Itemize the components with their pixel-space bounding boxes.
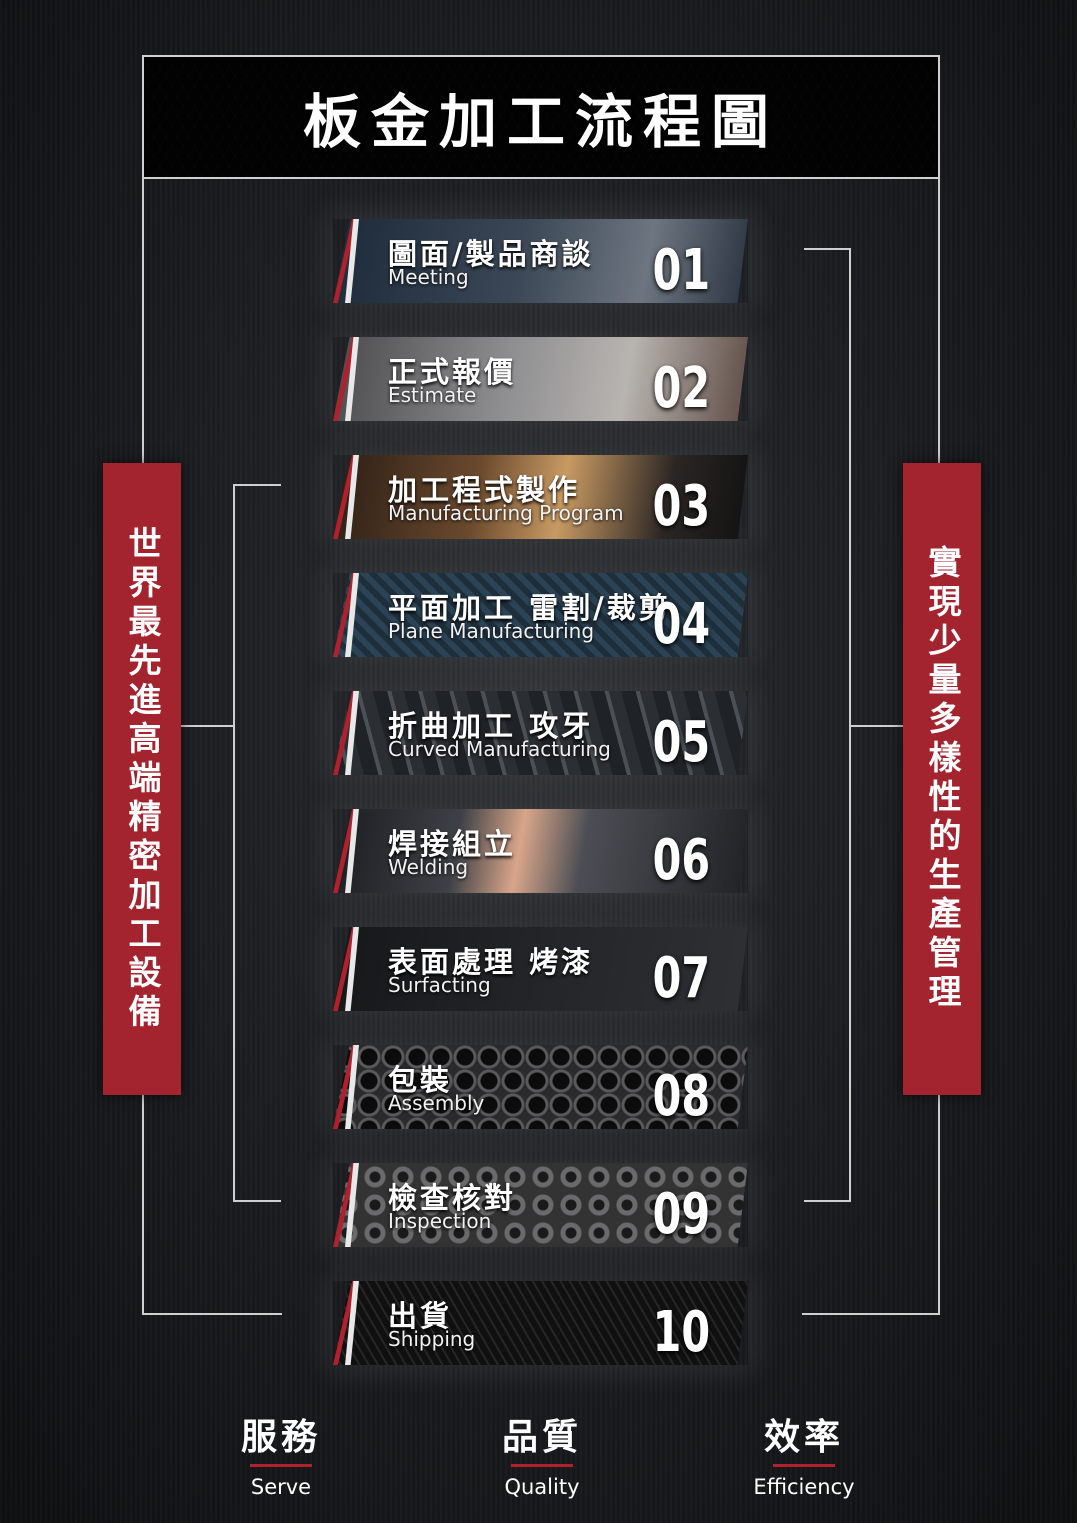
footer-divider xyxy=(773,1464,835,1467)
step-number: 01 xyxy=(652,238,710,303)
left-bracket-top xyxy=(233,484,281,486)
right-bracket-bottom xyxy=(804,1200,851,1202)
step-title: 折曲加工 攻牙 xyxy=(388,709,594,743)
step-card: 表面處理 烤漆 Surfacting 07 xyxy=(333,927,748,1011)
step-subtitle: Manufacturing Program xyxy=(388,501,624,525)
step-number: 02 xyxy=(652,356,710,421)
step-subtitle: Assembly xyxy=(388,1091,485,1115)
frame-bottom-left-line xyxy=(142,1313,282,1315)
footer-quality-en: Quality xyxy=(504,1475,580,1499)
footer-efficiency: 效率 Efficiency xyxy=(714,1408,894,1499)
step-number: 05 xyxy=(652,710,710,775)
step-title: 焊接組立 xyxy=(388,827,517,861)
step-title: 包裝 xyxy=(388,1063,453,1097)
step-subtitle: Inspection xyxy=(388,1209,492,1233)
step-title: 加工程式製作 xyxy=(388,473,581,507)
step-subtitle: Welding xyxy=(388,855,469,879)
right-banner: 實現少量多樣性的生產管理 xyxy=(903,463,981,1095)
step-subtitle: Plane Manufacturing xyxy=(388,619,595,643)
step-subtitle: Shipping xyxy=(388,1327,476,1351)
footer-serve-en: Serve xyxy=(250,1475,312,1499)
step-card: 正式報價 Estimate 02 xyxy=(333,337,748,421)
step-title: 正式報價 xyxy=(388,355,517,389)
step-title: 平面加工 雷割/裁剪 xyxy=(388,591,671,625)
step-title: 檢查核對 xyxy=(388,1181,517,1215)
step-number: 09 xyxy=(652,1182,710,1247)
left-bracket-vertical xyxy=(233,484,235,1202)
frame-bottom-right-line xyxy=(802,1313,940,1315)
step-number: 08 xyxy=(652,1064,710,1129)
right-bracket-top xyxy=(804,248,851,250)
left-bracket-connector xyxy=(180,725,235,727)
step-card: 包裝 Assembly 08 xyxy=(333,1045,748,1129)
right-bracket-connector xyxy=(849,725,905,727)
step-number: 03 xyxy=(652,474,710,539)
footer-efficiency-en: Efficiency xyxy=(753,1475,855,1499)
step-title: 出貨 xyxy=(388,1299,453,1333)
footer-quality: 品質 Quality xyxy=(452,1408,632,1499)
step-number: 04 xyxy=(652,592,710,657)
step-subtitle: Surfacting xyxy=(388,973,491,997)
footer-serve-zh: 服務 xyxy=(240,1417,321,1458)
left-banner-text: 世界最先進高端精密加工設備 xyxy=(123,525,162,1033)
step-subtitle: Meeting xyxy=(388,265,469,289)
footer-divider xyxy=(250,1464,312,1467)
step-card: 檢查核對 Inspection 09 xyxy=(333,1163,748,1247)
step-card: 圖面/製品商談 Meeting 01 xyxy=(333,219,748,303)
step-card: 平面加工 雷割/裁剪 Plane Manufacturing 04 xyxy=(333,573,748,657)
step-card: 加工程式製作 Manufacturing Program 03 xyxy=(333,455,748,539)
title-box: 板金加工流程圖 xyxy=(142,55,940,179)
left-bracket-bottom xyxy=(233,1200,281,1202)
step-title: 表面處理 烤漆 xyxy=(388,945,594,979)
left-banner: 世界最先進高端精密加工設備 xyxy=(103,463,181,1095)
step-number: 06 xyxy=(652,828,710,893)
footer-divider xyxy=(511,1464,573,1467)
step-card: 出貨 Shipping 10 xyxy=(333,1281,748,1365)
right-banner-text: 實現少量多樣性的生產管理 xyxy=(923,545,962,1013)
footer-quality-zh: 品質 xyxy=(501,1417,582,1458)
footer-serve: 服務 Serve xyxy=(191,1408,371,1499)
step-card: 折曲加工 攻牙 Curved Manufacturing 05 xyxy=(333,691,748,775)
footer-efficiency-zh: 效率 xyxy=(763,1417,844,1458)
step-subtitle: Curved Manufacturing xyxy=(388,737,611,761)
step-card: 焊接組立 Welding 06 xyxy=(333,809,748,893)
page-title: 板金加工流程圖 xyxy=(302,88,779,156)
step-number: 10 xyxy=(652,1300,710,1365)
step-number: 07 xyxy=(652,946,710,1011)
step-title: 圖面/製品商談 xyxy=(388,237,594,271)
step-subtitle: Estimate xyxy=(388,383,477,407)
